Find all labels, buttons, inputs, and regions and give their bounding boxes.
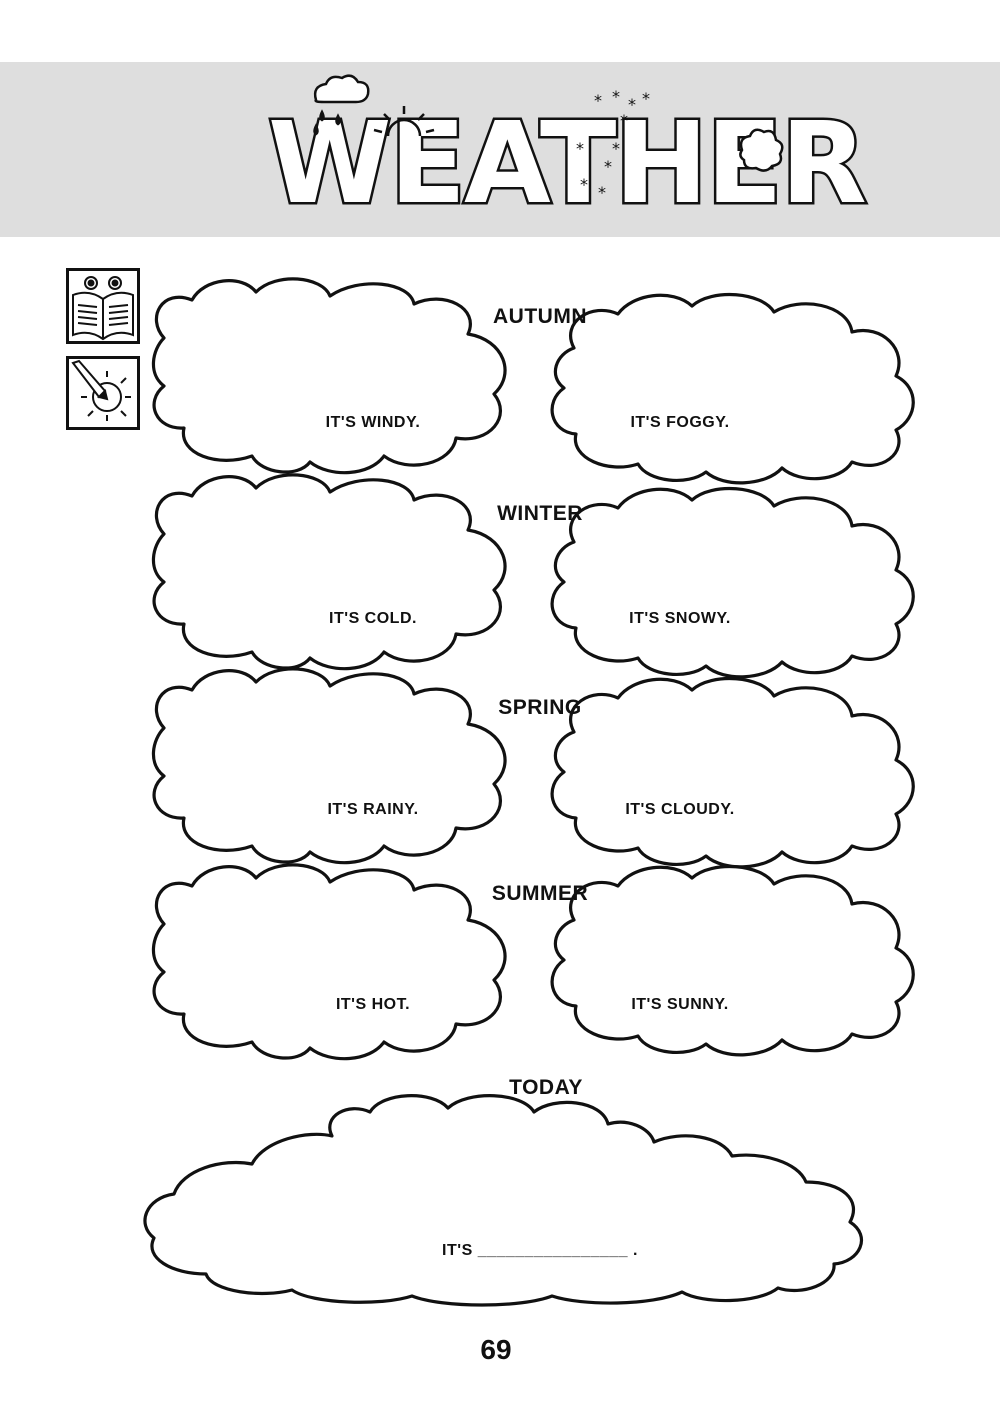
summer-right-cloud <box>550 864 915 1057</box>
winter-left-sentence: IT'S COLD. <box>329 610 417 627</box>
today-sentence: IT'S ________________ . <box>442 1242 638 1259</box>
today-label: TODAY <box>509 1076 583 1099</box>
spring-right-cloud <box>550 676 915 869</box>
svg-text:*: * <box>594 91 602 110</box>
spring-left-cloud <box>151 667 507 865</box>
season-label-winter: WINTER <box>497 502 583 525</box>
pencil-drawing-icon-box <box>66 356 140 430</box>
svg-text:*: * <box>628 95 636 114</box>
svg-text:*: * <box>580 175 588 194</box>
rain-cloud-icon <box>313 74 370 136</box>
title-art: WEATHER *** *** *** * <box>266 74 869 232</box>
season-label-summer: SUMMER <box>491 882 589 905</box>
snowflake-icon: *** *** *** * <box>576 87 650 202</box>
spring-left-sentence: IT'S RAINY. <box>327 801 419 818</box>
autumn-left-cloud <box>151 277 507 475</box>
today-cloud <box>143 1094 864 1307</box>
svg-text:*: * <box>576 139 584 158</box>
summer-right-sentence: IT'S SUNNY. <box>631 996 729 1013</box>
pencil-drawing-sun-icon <box>71 359 131 421</box>
svg-text:*: * <box>612 87 620 106</box>
winter-right-sentence: IT'S SNOWY. <box>629 610 731 627</box>
autumn-left-sentence: IT'S WINDY. <box>325 414 421 431</box>
svg-text:*: * <box>598 183 606 202</box>
small-cloud-icon <box>739 128 784 172</box>
winter-right-cloud <box>550 486 915 679</box>
header-band <box>0 62 1000 237</box>
summer-left-cloud <box>151 863 507 1061</box>
svg-text:*: * <box>604 157 612 176</box>
sun-icon <box>373 106 435 137</box>
summer-left-sentence: IT'S HOT. <box>335 996 411 1013</box>
svg-text:*: * <box>620 111 628 130</box>
winter-left-cloud <box>151 473 507 671</box>
svg-text:*: * <box>612 139 620 158</box>
season-label-autumn: AUTUMN <box>493 305 587 328</box>
season-label-spring: SPRING <box>498 696 582 719</box>
reading-book-icon <box>72 276 134 341</box>
autumn-right-sentence: IT'S FOGGY. <box>630 414 730 431</box>
reading-book-icon-box <box>66 268 140 344</box>
page-number: 69 <box>480 1334 512 1365</box>
spring-right-sentence: IT'S CLOUDY. <box>625 801 735 818</box>
svg-text:*: * <box>642 89 650 108</box>
autumn-right-cloud <box>550 292 915 485</box>
